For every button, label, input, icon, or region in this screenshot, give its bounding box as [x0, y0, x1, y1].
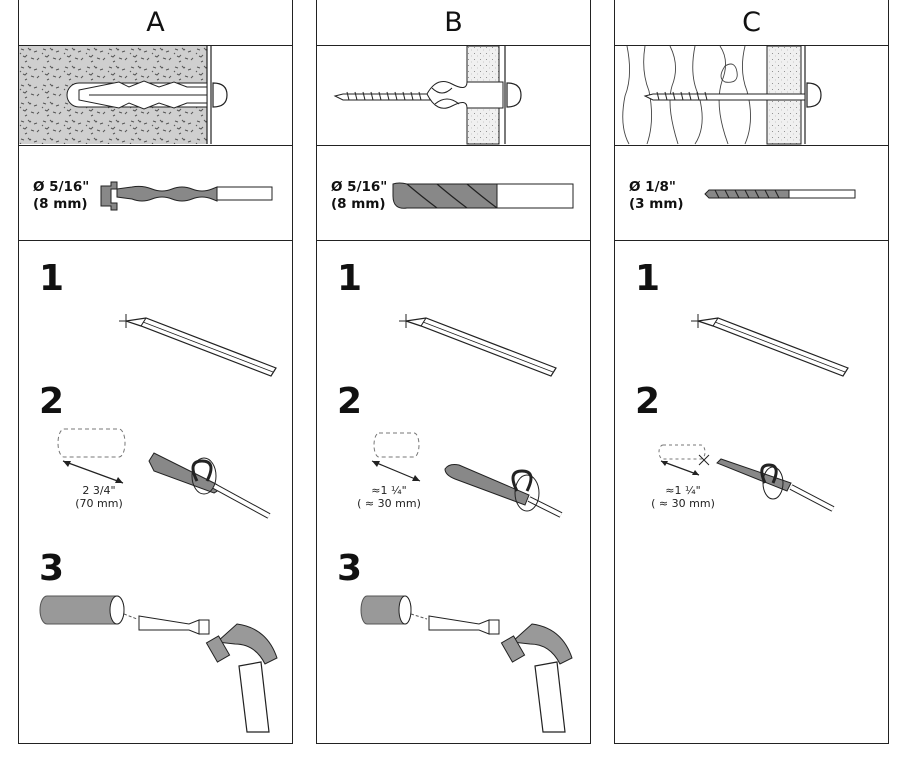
drill-depth-mm: (70 mm)	[75, 497, 123, 510]
column-header: B	[317, 0, 590, 46]
drill-depth-mm: ( ≈ 30 mm)	[357, 497, 421, 510]
pencil-mark-icon	[399, 314, 557, 377]
step-number: 1	[337, 258, 363, 299]
drywall-illustration	[333, 45, 522, 145]
step-number: 2	[337, 381, 363, 422]
drill-size-mm: (8 mm)	[331, 196, 386, 212]
drill-depth-illustration	[57, 428, 271, 519]
drill-depth-illustration	[371, 432, 563, 518]
wall-type-concrete	[19, 46, 292, 146]
concrete-wall-illustration	[19, 46, 228, 144]
drill-depth-label: 2 3/4" (70 mm)	[49, 484, 149, 510]
step-number: 1	[39, 258, 65, 299]
column-header: A	[19, 0, 292, 46]
twist-drill-bit-icon	[392, 182, 574, 209]
drill-bit-specification: Ø 1/8" (3 mm)	[615, 146, 888, 241]
wood-drill-bit-icon	[704, 189, 856, 199]
drill-size-inches: Ø 1/8"	[629, 179, 676, 195]
pencil-mark-icon	[691, 314, 849, 377]
wall-type-drywall	[317, 45, 590, 146]
drill-depth-inches: ≈1 ¼"	[665, 484, 701, 497]
pencil-mark-icon	[119, 314, 277, 377]
step-number: 2	[39, 381, 65, 422]
drill-bit-size: Ø 5/16" (8 mm)	[33, 179, 89, 213]
drill-size-mm: (8 mm)	[33, 196, 88, 212]
step-number: 2	[635, 381, 661, 422]
drill-bit-specification: Ø 5/16" (8 mm)	[317, 146, 590, 241]
drill-bit-size: Ø 5/16" (8 mm)	[331, 179, 387, 213]
drill-depth-mm: ( ≈ 30 mm)	[651, 497, 715, 510]
installation-steps: 1 2 ≈1 ¼" ( ≈ 30 mm)	[615, 241, 888, 743]
column-c: C Ø 1/8" (3 mm) 1	[614, 0, 889, 744]
drill-depth-label: ≈1 ¼" ( ≈ 30 mm)	[633, 484, 733, 510]
column-b: B Ø 5/16" (8 mm) 1	[316, 0, 591, 744]
step-number: 1	[635, 258, 661, 299]
step-number: 3	[39, 548, 65, 589]
drill-depth-illustration	[658, 444, 835, 512]
insert-plug-with-hammer-illustration	[360, 595, 573, 733]
column-header: C	[615, 0, 888, 46]
drill-size-inches: Ø 5/16"	[331, 179, 388, 195]
drill-size-inches: Ø 5/16"	[33, 179, 90, 195]
drill-depth-inches: 2 3/4"	[82, 484, 116, 497]
drill-depth-label: ≈1 ¼" ( ≈ 30 mm)	[339, 484, 439, 510]
step-number: 3	[337, 548, 363, 589]
wood-wall-illustration	[615, 45, 822, 145]
drill-size-mm: (3 mm)	[629, 196, 684, 212]
drill-depth-inches: ≈1 ¼"	[371, 484, 407, 497]
drill-bit-size: Ø 1/8" (3 mm)	[629, 179, 684, 213]
wall-type-wood	[615, 45, 888, 146]
insert-plug-with-hammer-illustration	[39, 595, 278, 733]
drill-bit-specification: Ø 5/16" (8 mm)	[19, 146, 292, 241]
column-a: A Ø 5/16" (8 mm) 1	[18, 0, 293, 744]
installation-steps: 1 2 ≈1 ¼" ( ≈ 30 mm) 3	[317, 241, 590, 743]
installation-steps: 1 2 2 3/4" (70 mm) 3	[19, 241, 292, 743]
masonry-drill-bit-icon	[100, 181, 273, 211]
